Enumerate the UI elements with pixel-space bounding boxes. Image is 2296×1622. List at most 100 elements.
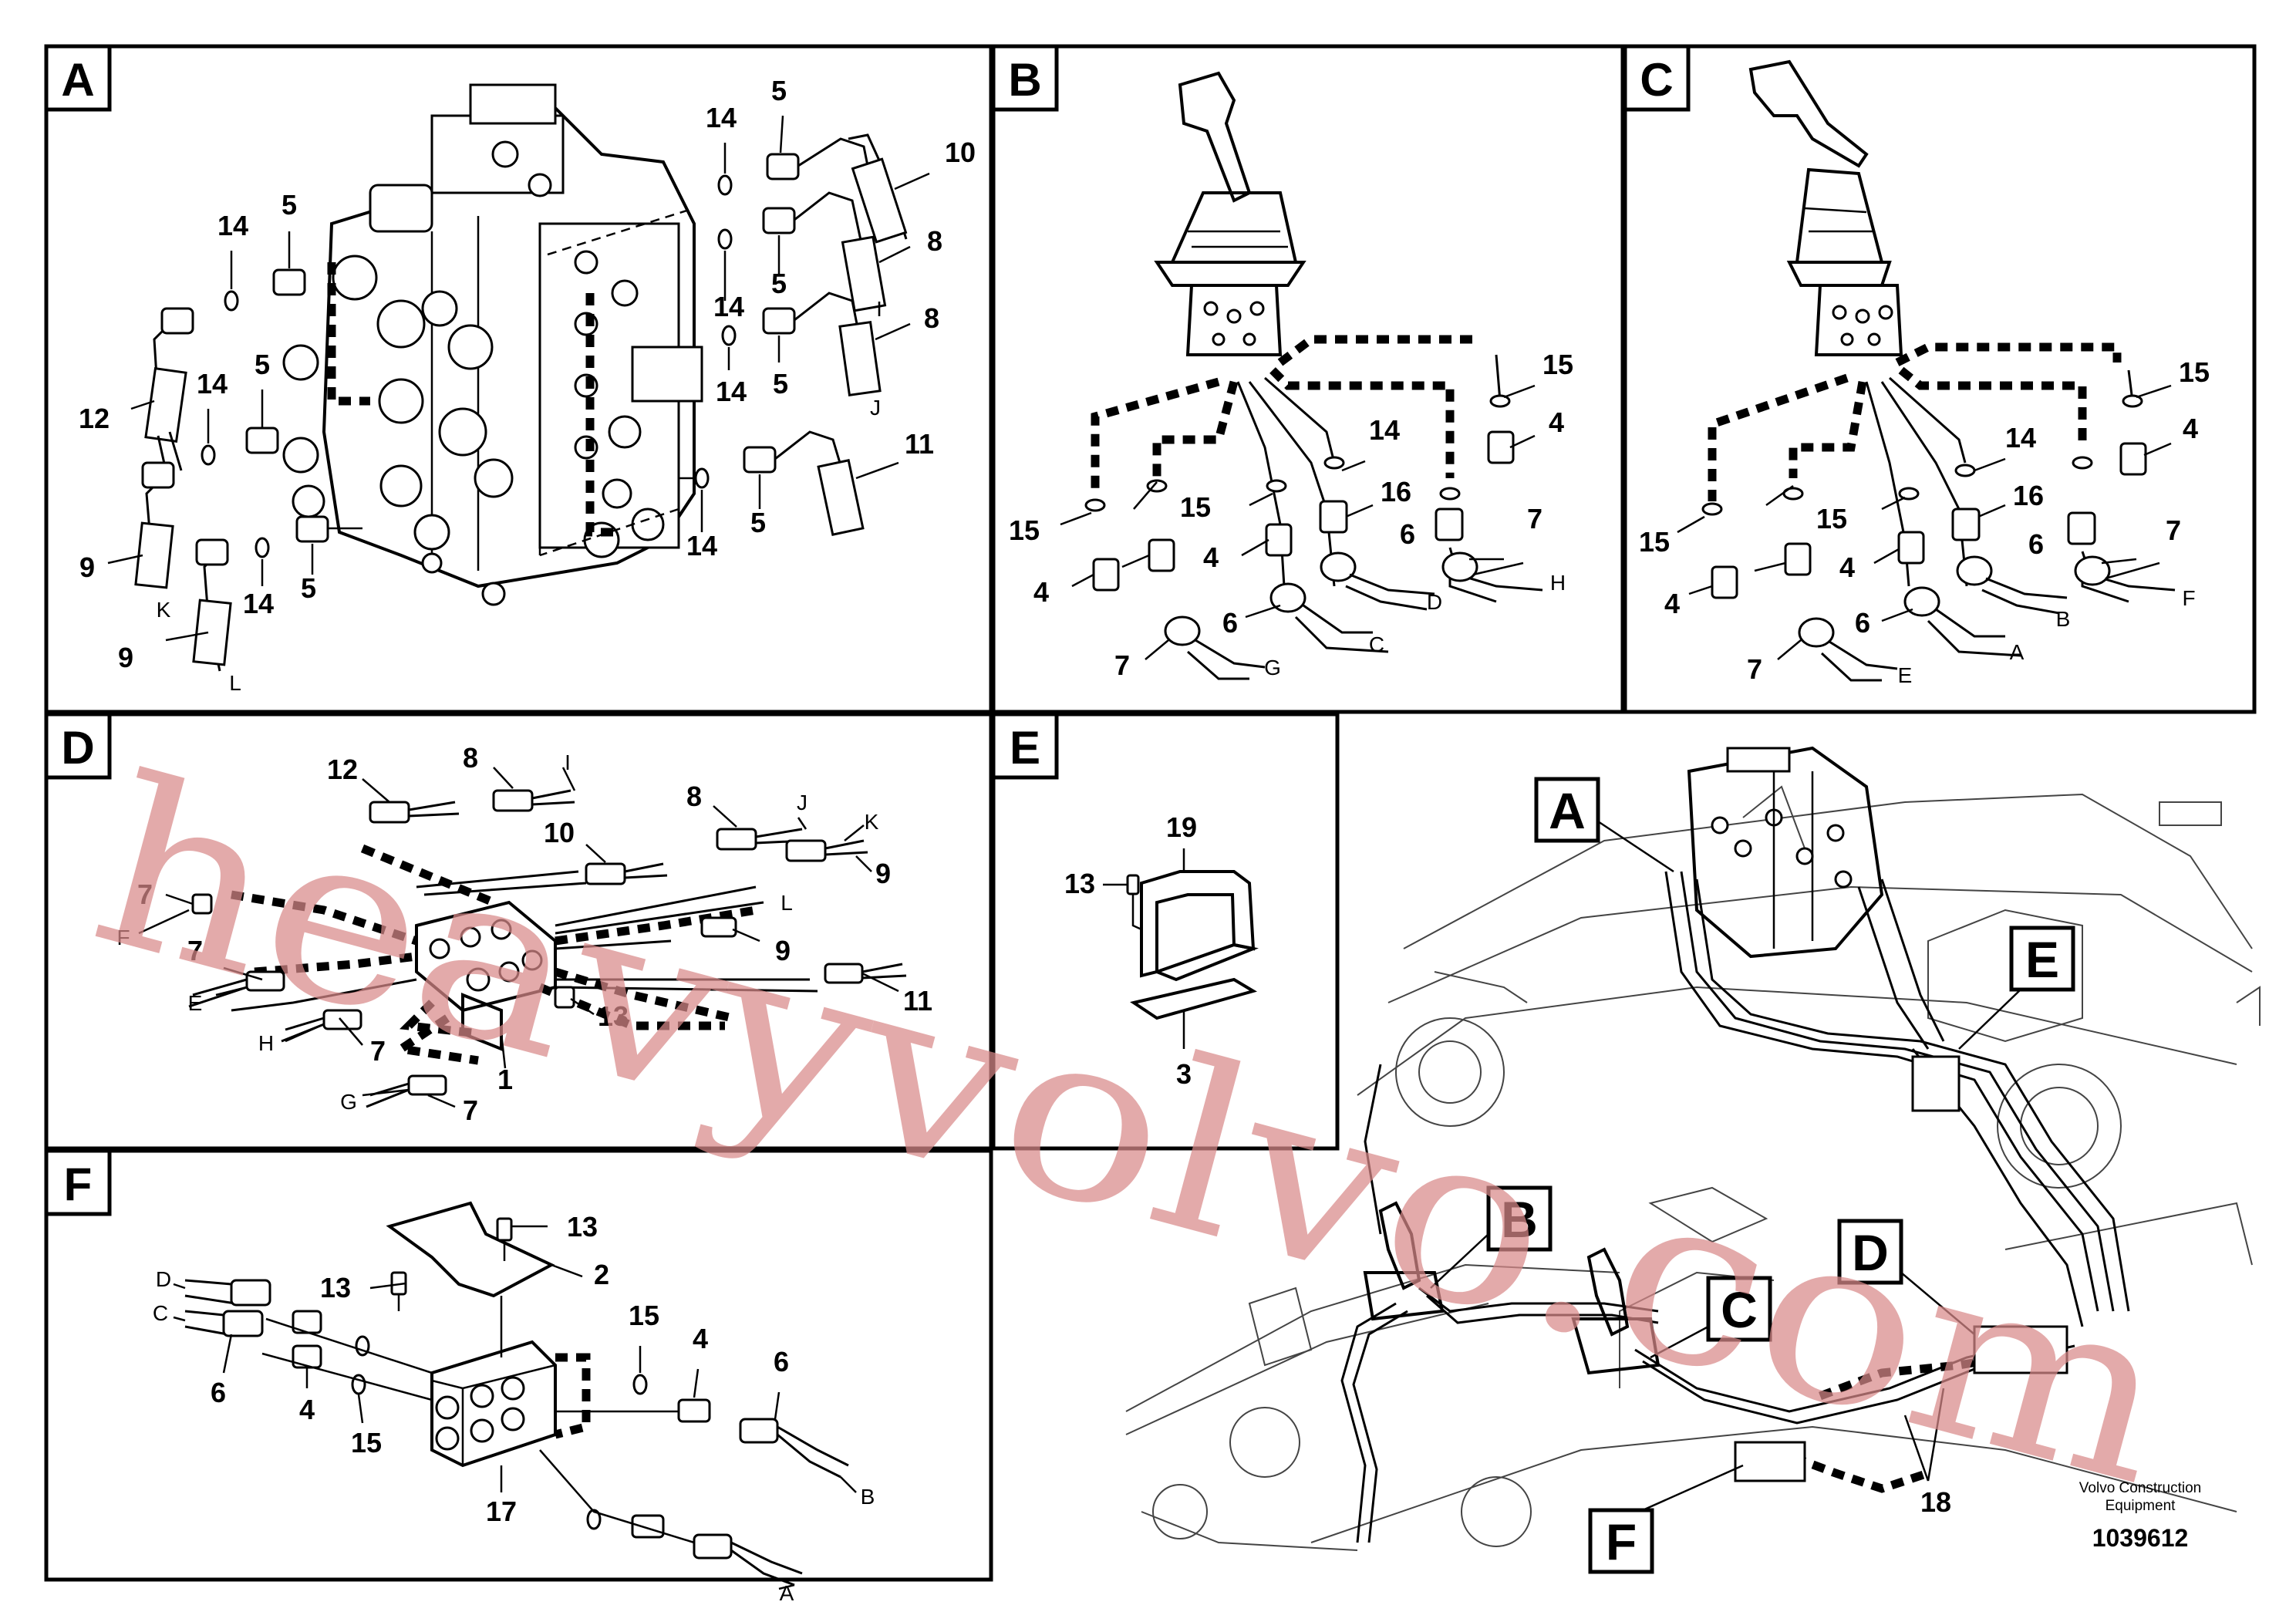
callout-label: 11: [903, 985, 932, 1017]
panel-c-tag-box: [1623, 44, 1691, 112]
overview-title-block: Volvo Construction Equipment 1039612: [2079, 1480, 2201, 1552]
panel-b-leaders: [1060, 384, 1536, 660]
panel-c-fittings: [1701, 394, 2176, 682]
overview-tag-c: C: [1721, 1281, 1758, 1338]
callout-label: 3: [1176, 1058, 1192, 1090]
callout-label: 15: [1009, 514, 1040, 546]
panel-c-frame: [1623, 44, 2257, 714]
brand-line-1: Volvo Construction: [2079, 1480, 2201, 1496]
overview-tag-c-box: [1706, 1276, 1772, 1342]
callout-label: 8: [927, 225, 942, 257]
callout-label: J: [870, 396, 881, 420]
callout-label: 4: [693, 1323, 708, 1354]
callout-label: 15: [2179, 356, 2210, 388]
panel-b: B: [991, 44, 1573, 681]
overview-tag-f-box: [1588, 1508, 1654, 1574]
callout-label: 9: [775, 935, 791, 966]
panel-d-tag-box: [44, 712, 112, 780]
machine-overview: A E B C D F 18 Volvo Construction Equipm…: [1125, 746, 2261, 1574]
panel-a-frame: [44, 44, 993, 714]
overview-tag-d: D: [1852, 1224, 1889, 1281]
callout-label: E: [188, 991, 203, 1015]
panel-b-tag-box: [991, 44, 1059, 112]
callout-label: 14: [706, 102, 737, 133]
callout-label: 1: [497, 1064, 513, 1095]
panel-e-tag: E: [1010, 722, 1040, 774]
callout-label: 4: [1664, 588, 1680, 619]
panel-b-frame: [991, 44, 1625, 714]
callout-label: 14: [217, 210, 248, 241]
callout-label: L: [229, 671, 241, 695]
panel-a-right-fittings: [679, 133, 908, 536]
panel-c-tag: C: [1640, 54, 1673, 106]
manifold-drawing: [231, 844, 818, 1065]
callout-label: 14: [197, 368, 228, 400]
panel-f-callouts: 13 13 2 D C 6 4 15 15 4 6 17 B A: [153, 1211, 875, 1605]
doc-number: 1039612: [2092, 1524, 2189, 1552]
callout-label: C: [153, 1301, 168, 1325]
callout-label: 6: [774, 1346, 789, 1378]
callout-label: B: [861, 1485, 875, 1509]
overview-tag-a-box: [1534, 777, 1600, 843]
callout-label: 7: [137, 878, 153, 910]
callout-label: 10: [544, 817, 575, 848]
callout-label: C: [1369, 632, 1384, 656]
callout-label: 9: [79, 551, 95, 583]
callout-label: H: [258, 1031, 274, 1055]
panel-f-tag: F: [64, 1158, 93, 1210]
panel-a-tag-box: [44, 44, 112, 112]
overview-tag-b: B: [1501, 1191, 1538, 1248]
callout-label: 15: [1180, 491, 1211, 523]
panel-b-callouts: 15 4 14 16 6 7 D H 15 4 15 4 6 C 7 G: [1009, 349, 1573, 681]
callout-label: L: [781, 891, 793, 915]
overview-tag-e: E: [2025, 931, 2059, 988]
overview-valve-drawing: [1687, 746, 1884, 959]
panel-e-frame: [991, 712, 1340, 1151]
panel-f-leaders: [173, 1225, 857, 1590]
overview-callouts: A E B C D F 18: [1430, 777, 2075, 1574]
panel-c-leaders: [1677, 384, 2172, 660]
joystick-drawing: [1154, 71, 1306, 356]
panel-f-fittings: [184, 1279, 849, 1587]
panel-a-left-fittings: [134, 268, 362, 672]
watermark: heavyvolvo.com: [71, 726, 2197, 1536]
callout-label: 15: [629, 1300, 659, 1331]
callout-label: I: [565, 750, 571, 774]
overview-tag-d-box: [1837, 1219, 1903, 1285]
callout-label: 18: [1920, 1486, 1951, 1518]
callout-label: A: [780, 1581, 794, 1605]
callout-label: 4: [1203, 541, 1219, 573]
panel-d-fittings: [188, 789, 907, 1108]
callout-label: K: [865, 810, 879, 834]
clamp-bracket-drawing: [1126, 870, 1259, 1020]
panel-e-tag-box: [991, 712, 1059, 780]
callout-label: 7: [187, 935, 203, 966]
panel-a: A: [44, 44, 976, 695]
panel-d-tag: D: [61, 722, 94, 774]
callout-label: H: [1550, 571, 1566, 595]
callout-label: 4: [299, 1394, 315, 1425]
callout-label: 7: [370, 1035, 386, 1067]
callout-label: 6: [1855, 607, 1870, 639]
panel-c-hoses: [1708, 342, 2134, 587]
callout-label: 14: [713, 291, 744, 322]
callout-label: 5: [771, 75, 787, 106]
panel-f-tag-box: [44, 1148, 112, 1216]
callout-label: D: [1427, 590, 1442, 614]
panel-d-frame: [44, 712, 993, 1151]
callout-label: 7: [2166, 514, 2181, 546]
callout-label: 7: [463, 1094, 478, 1126]
panel-d-leaders: [138, 767, 899, 1108]
panel-b-hoses: [1091, 335, 1502, 587]
callout-label: B: [2056, 607, 2071, 631]
callout-label: 10: [945, 137, 976, 168]
callout-label: 5: [255, 349, 270, 380]
callout-label: 13: [567, 1211, 598, 1243]
callout-label: 9: [118, 642, 133, 673]
callout-label: G: [340, 1090, 357, 1114]
panel-b-fittings: [1084, 394, 1543, 680]
callout-label: 14: [686, 530, 717, 561]
panel-f: F: [44, 1148, 875, 1605]
callout-label: 2: [594, 1259, 609, 1290]
